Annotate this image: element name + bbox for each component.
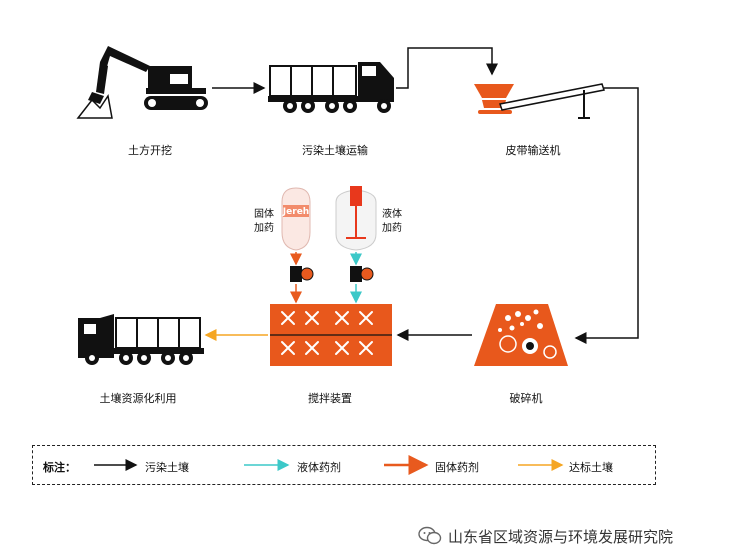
crusher-icon: [474, 304, 568, 366]
liquid-dosing-tank-icon: [335, 186, 377, 251]
label-solid-dosing: 固体 加药: [254, 209, 274, 234]
legend-label-qualified: 达标土壤: [569, 461, 613, 474]
liquid-pump-icon: [350, 266, 374, 282]
label-reuse: 土壤资源化利用: [99, 392, 177, 405]
flow-conveyor-to-crusher: [574, 87, 639, 344]
watermark-text: 山东省区域资源与环境发展研究院: [448, 528, 674, 546]
solid-pump-icon: [290, 266, 314, 282]
excavator-icon: [76, 46, 208, 119]
label-excavation: 土方开挖: [128, 144, 172, 157]
label-liquid-dosing: 液体 加药: [382, 209, 402, 234]
legend-label-liquid: 液体药剂: [297, 461, 341, 474]
label-crusher: 破碎机: [509, 392, 543, 405]
legend-box: 标注： 污染土壤 液体药剂 固体药剂 达标土壤: [32, 445, 656, 485]
solid-dosing-tank-icon: [281, 187, 311, 251]
label-conveyor: 皮带输送机: [505, 144, 561, 157]
label-transport: 污染土壤运输: [302, 144, 368, 157]
legend-label-soil: 污染土壤: [145, 461, 189, 474]
flow-transport-to-conveyor: [396, 47, 498, 89]
legend-title: 标注：: [43, 461, 76, 474]
wechat-icon: [418, 526, 442, 545]
tank-brand-label: Jereh: [282, 207, 310, 217]
dump-truck-icon: [268, 62, 394, 113]
legend-label-solid: 固体药剂: [435, 461, 479, 474]
mixer-icon: [270, 304, 392, 366]
label-mixer: 搅拌装置: [308, 392, 352, 405]
conveyor-icon: [474, 83, 605, 119]
reuse-truck-icon: [78, 314, 204, 365]
